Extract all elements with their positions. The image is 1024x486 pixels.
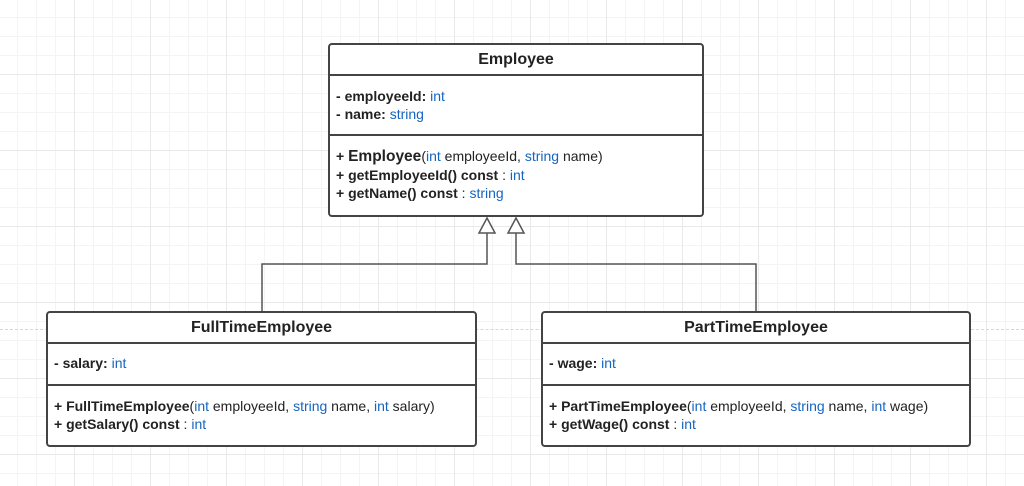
param-type: int (194, 398, 209, 414)
fulltime-inheritance-line[interactable] (261, 233, 488, 311)
fulltime-method: + getSalary() const : int (54, 415, 469, 433)
param-name: name) (559, 148, 603, 164)
attribute-name: name: (344, 106, 386, 122)
fulltime-class-box[interactable]: FullTimeEmployee - salary: int + FullTim… (46, 311, 477, 447)
attribute-type: int (601, 355, 616, 371)
parttime-inheritance-arrowhead (506, 216, 526, 234)
employee-class-box[interactable]: Employee - employeeId: int - name: strin… (328, 43, 704, 217)
visibility-marker: + (54, 416, 67, 432)
return-separator: : (669, 416, 682, 432)
constructor-name: PartTimeEmployee (561, 398, 687, 414)
visibility-marker: - (549, 355, 558, 371)
return-type: int (681, 416, 696, 432)
param-type: string (524, 148, 560, 164)
attribute-name: employeeId: (344, 88, 427, 104)
parttime-method: + getWage() const : int (549, 415, 963, 433)
attribute-type: int (430, 88, 445, 104)
return-separator: : (457, 185, 470, 201)
parttime-attributes: - wage: int (543, 344, 969, 386)
constructor-name: Employee (348, 148, 422, 165)
visibility-marker: - (54, 355, 63, 371)
parttime-constructor: + PartTimeEmployee(int employeeId, strin… (549, 397, 963, 415)
visibility-marker: - (336, 88, 345, 104)
param-type: string (293, 398, 328, 414)
param-type: int (691, 398, 707, 414)
return-separator: : (498, 167, 510, 183)
visibility-marker: + (336, 148, 349, 164)
visibility-marker: + (549, 416, 562, 432)
param-type: int (871, 398, 887, 414)
return-separator: : (179, 416, 192, 432)
fulltime-inheritance-arrowhead (477, 216, 497, 234)
param-name: employeeId, (209, 398, 294, 414)
param-type: string (790, 398, 825, 414)
method-name: getWage() const (561, 416, 670, 432)
attribute-name: salary: (62, 355, 108, 371)
param-type: int (425, 148, 441, 164)
page-break-line (0, 329, 1024, 330)
fulltime-attributes: - salary: int (48, 344, 475, 386)
employee-method: + getName() const : string (336, 184, 696, 202)
employee-attributes: - employeeId: int - name: string (330, 76, 702, 136)
fulltime-class-name: FullTimeEmployee (48, 313, 475, 344)
fulltime-attribute: - salary: int (54, 354, 469, 372)
return-type: int (191, 416, 207, 432)
paren: ( (189, 398, 195, 414)
attribute-type: int (111, 355, 127, 371)
employee-attribute: - employeeId: int (336, 87, 696, 105)
method-name: getName() const (348, 185, 458, 201)
attribute-name: wage: (557, 355, 598, 371)
employee-class-name: Employee (330, 45, 702, 76)
fulltime-operations: + FullTimeEmployee(int employeeId, strin… (48, 386, 475, 433)
visibility-marker: + (549, 398, 562, 414)
employee-constructor: + Employee(int employeeId, string name) (336, 147, 696, 166)
return-type: int (509, 167, 525, 183)
visibility-marker: + (54, 398, 67, 414)
visibility-marker: - (336, 106, 345, 122)
param-name: name, (824, 398, 872, 414)
parttime-inheritance-line[interactable] (515, 233, 757, 311)
fulltime-constructor: + FullTimeEmployee(int employeeId, strin… (54, 397, 469, 415)
param-name: wage) (886, 398, 929, 414)
param-name: employeeId, (440, 148, 525, 164)
return-type: string (469, 185, 504, 201)
constructor-name: FullTimeEmployee (66, 398, 190, 414)
attribute-type: string (389, 106, 424, 122)
paren: ( (686, 398, 692, 414)
employee-attribute: - name: string (336, 105, 696, 123)
method-name: getEmployeeId() const (348, 167, 499, 183)
parttime-operations: + PartTimeEmployee(int employeeId, strin… (543, 386, 969, 433)
employee-operations: + Employee(int employeeId, string name) … (330, 136, 702, 202)
parttime-class-box[interactable]: PartTimeEmployee - wage: int + PartTimeE… (541, 311, 971, 447)
paren: ( (421, 148, 426, 164)
param-name: employeeId, (706, 398, 791, 414)
employee-method: + getEmployeeId() const : int (336, 166, 696, 184)
visibility-marker: + (336, 167, 349, 183)
parttime-class-name: PartTimeEmployee (543, 313, 969, 344)
parttime-attribute: - wage: int (549, 354, 963, 372)
param-name: name, (327, 398, 374, 414)
method-name: getSalary() const (66, 416, 180, 432)
visibility-marker: + (336, 185, 349, 201)
param-type: int (374, 398, 389, 414)
param-name: salary) (388, 398, 435, 414)
